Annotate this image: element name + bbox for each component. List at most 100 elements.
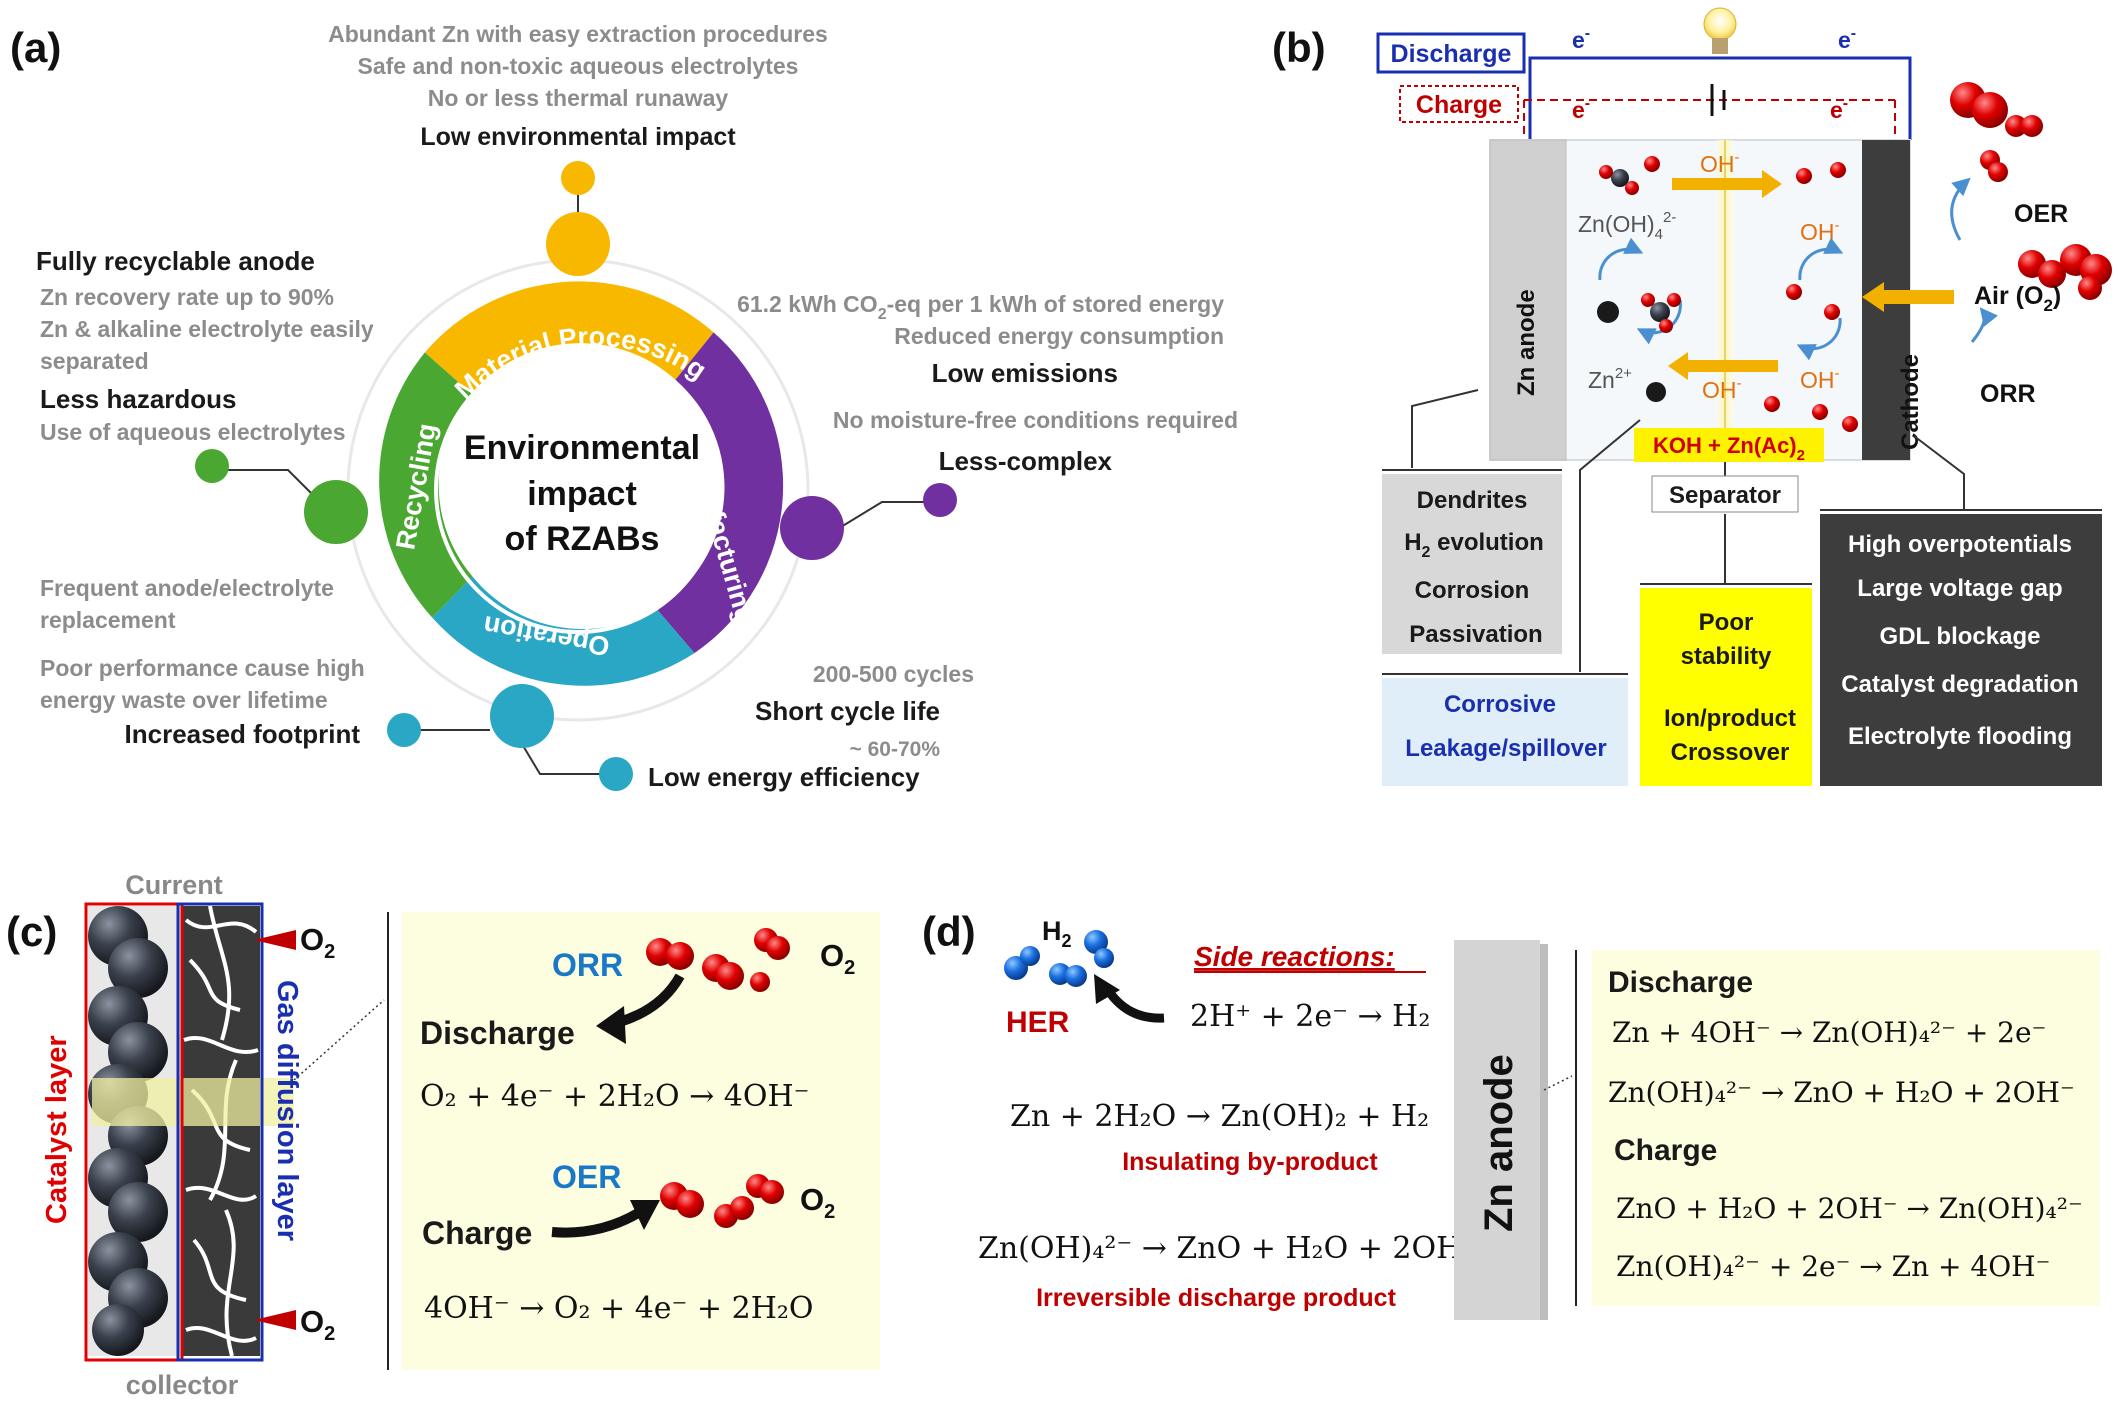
oh-molecules-cell: [1764, 162, 1858, 432]
orr-arrow: [1970, 307, 1999, 343]
orr-label-c: ORR: [552, 947, 623, 983]
orr-label: ORR: [1980, 380, 2036, 408]
right-heading-2: Less-complex: [939, 446, 1113, 476]
h2-label: H2: [1042, 916, 1072, 951]
node-top-large: [546, 212, 610, 276]
connector-bottom-right: [521, 743, 616, 775]
center-title-1: Environmental: [464, 429, 700, 467]
charge-label-d: Charge: [1614, 1134, 1717, 1167]
o2-molecules-orr: [646, 928, 790, 992]
right-heading-1: Low emissions: [932, 358, 1118, 388]
light-bulb-icon: [1703, 7, 1737, 54]
left-note-1a: Zn recovery rate up to 90%: [40, 284, 334, 310]
bottom-right-heading-2: Low energy efficiency: [648, 762, 920, 792]
cathode-issue-3: GDL blockage: [1880, 623, 2041, 650]
zn-atom-1: [1597, 301, 1619, 323]
eq-c2: Zn(OH)₄²⁻ + 2e⁻ → Zn + 4OH⁻: [1616, 1250, 2050, 1283]
cathode-label: Cathode: [1897, 354, 1924, 450]
cycle-arrow-right-2: [1796, 317, 1842, 361]
separator-issues-box: [1640, 588, 1812, 786]
zincate-molecule-mid: [1641, 293, 1681, 333]
separator-label-box: [1651, 475, 1799, 513]
node-bottom-small-left: [387, 713, 421, 747]
center-title-3: of RZABs: [505, 520, 660, 558]
connector-left: [212, 469, 319, 501]
highlight-band: [92, 1078, 294, 1126]
cathode-issue-2: Large voltage gap: [1857, 575, 2062, 602]
panel-b-label: (b): [1272, 24, 1326, 71]
separator-issue-2: stability: [1681, 643, 1772, 670]
bottom-left-note-2: replacement: [40, 607, 176, 633]
electrolyte-highlight: [1634, 428, 1824, 462]
electrolyte-issue-2: Leakage/spillover: [1405, 735, 1606, 762]
segment-material-processing: [424, 281, 714, 394]
eq-hydroxide: Zn + 2H₂O → Zn(OH)₂ + H₂: [1010, 1099, 1429, 1134]
cathode-issue-5: Electrolyte flooding: [1848, 723, 2072, 750]
left-note-1c: separated: [40, 348, 149, 374]
eq-her: 2H⁺ + 2e⁻ → H₂: [1190, 999, 1430, 1034]
current-label: Current: [125, 870, 223, 900]
inner-ring-outline: [434, 346, 722, 634]
eq-d2: Zn(OH)₄²⁻ → ZnO + H₂O + 2OH⁻: [1608, 1076, 2075, 1109]
panel-a: (a) Material Processing Manufacturing Op…: [10, 21, 1238, 792]
zn-anode-electrode: [1489, 139, 1567, 461]
oer-label: OER: [2014, 200, 2068, 228]
panel-c: (c) Current collector Catalyst layer Gas…: [6, 870, 880, 1400]
zincate-molecule-top: [1599, 156, 1660, 195]
left-note-1b: Zn & alkaline electrolyte easily: [40, 316, 374, 342]
anode-issue-4: Passivation: [1409, 621, 1542, 648]
charge-arrow-c: [551, 1207, 643, 1238]
bottom-left-note-3: Poor performance cause high: [40, 655, 365, 681]
insulating-label: Insulating by-product: [1122, 1148, 1378, 1176]
her-label: HER: [1006, 1006, 1070, 1039]
connector-right: [835, 501, 940, 531]
anode-issue-3: Corrosion: [1415, 577, 1530, 604]
oh-label-low: OH-: [1800, 365, 1840, 393]
eq-c1: ZnO + H₂O + 2OH⁻ → Zn(OH)₄²⁻: [1616, 1192, 2083, 1225]
gdl-label: Gas diffusion layer: [271, 980, 303, 1241]
bottom-right-note-1: 200-500 cycles: [813, 661, 974, 687]
right-note-1: 61.2 kWh CO2-eq per 1 kWh of stored ener…: [737, 291, 1224, 323]
discharge-label: Discharge: [1391, 40, 1512, 68]
node-bottom-large: [490, 684, 554, 748]
separator-label: Separator: [1669, 482, 1781, 509]
top-note-2: Safe and non-toxic aqueous electrolytes: [358, 53, 799, 79]
leader-cathode: [1913, 435, 1965, 510]
zn-anode-bar-shadow: [1540, 944, 1548, 1320]
cycle-arrow-left-1: [1598, 237, 1644, 281]
bottom-left-note-4: energy waste over lifetime: [40, 687, 328, 713]
discharge-arrowhead-c: [596, 1006, 626, 1044]
top-heading: Low environmental impact: [420, 123, 736, 151]
discharge-label-c: Discharge: [420, 1015, 575, 1051]
left-heading-1: Fully recyclable anode: [36, 246, 315, 276]
panel-a-label: (a): [10, 24, 61, 71]
o2-label-c-bottom: O2: [800, 1182, 835, 1223]
gas-diffusion-layer-bg: [182, 906, 260, 1356]
air-arrow: [1862, 282, 1954, 312]
eq-d1: Zn + 4OH⁻ → Zn(OH)₄²⁻ + 2e⁻: [1612, 1016, 2046, 1049]
zn-anode-label-d: Zn anode: [1477, 1054, 1521, 1232]
o2-label-c-top: O2: [820, 938, 855, 979]
left-heading-2: Less hazardous: [40, 384, 237, 414]
right-note-2: Reduced energy consumption: [894, 323, 1224, 349]
charge-label: Charge: [1416, 91, 1502, 119]
eq-charge-c: 4OH⁻ → O₂ + 4e⁻ + 2H₂O: [424, 1291, 813, 1326]
her-arrowhead: [1094, 974, 1120, 1004]
top-note-1: Abundant Zn with easy extraction procedu…: [328, 21, 828, 47]
air-label: Air (O2): [1974, 282, 2061, 315]
center-title-2: impact: [527, 475, 637, 513]
electron-1: e-: [1572, 25, 1590, 53]
anode-issue-2: H2 evolution: [1404, 529, 1544, 561]
node-left-small: [195, 449, 229, 483]
eq-zno: Zn(OH)₄²⁻ → ZnO + H₂O + 2OH⁻: [978, 1231, 1478, 1266]
node-bottom-small-right: [599, 757, 633, 791]
o2-molecules-right: [1950, 82, 2112, 300]
reaction-panel-c: [402, 912, 880, 1370]
electrolyte-issue-1: Corrosive: [1444, 691, 1556, 718]
panel-b: (b) Discharge Charge e- e- e- e- Zn anod…: [1272, 7, 2112, 786]
side-reactions-label: Side reactions:: [1194, 941, 1395, 972]
oer-label-c: OER: [552, 1159, 621, 1195]
gdl-outline: [176, 902, 264, 1362]
discharge-box: [1376, 32, 1526, 74]
